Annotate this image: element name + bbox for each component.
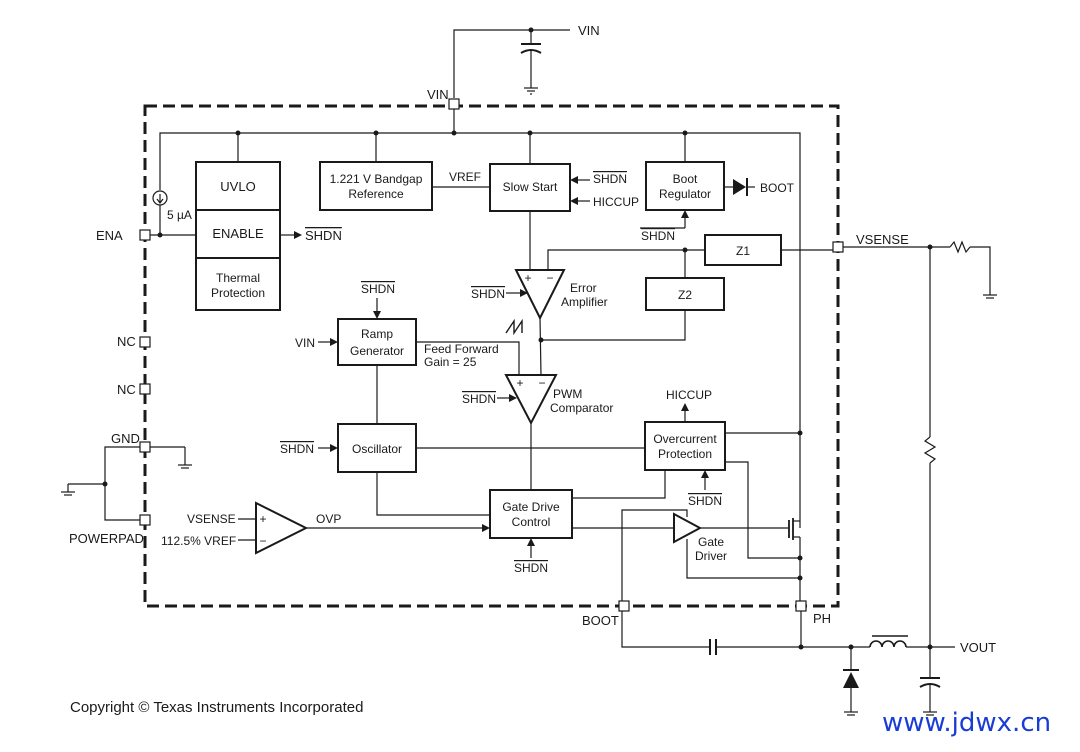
pin-powerpad-label: POWERPAD bbox=[69, 531, 144, 546]
ovp-comparator bbox=[255, 501, 309, 555]
pwm-shdn: SHDN bbox=[462, 392, 496, 406]
bandgap-line1: 1.221 V Bandgap bbox=[330, 172, 423, 186]
watermark-text: www.jdwx.cn bbox=[882, 708, 1051, 738]
internal-vin-rail bbox=[159, 109, 801, 528]
pin-ena bbox=[139, 229, 151, 241]
error-amp-line1: Error bbox=[570, 281, 597, 295]
ovp-vsense-input: VSENSE bbox=[187, 512, 236, 526]
thermal-protection-line1: Thermal bbox=[216, 271, 260, 285]
hiccup-output: HICCUP bbox=[666, 388, 712, 402]
gate-driver-line1: Gate bbox=[698, 535, 724, 549]
uvlo-block: UVLO bbox=[220, 179, 255, 194]
pin-nc-1-label: NC bbox=[117, 334, 136, 349]
vout-label: VOUT bbox=[960, 640, 996, 655]
pwm-comparator bbox=[504, 374, 558, 426]
pin-ena-label: ENA bbox=[96, 228, 123, 243]
error-amp-line2: Amplifier bbox=[561, 295, 608, 309]
boot-diode bbox=[724, 178, 755, 196]
ramp-generator-line2: Generator bbox=[350, 344, 404, 358]
overcurrent-line2: Protection bbox=[658, 447, 712, 461]
vin-input-net bbox=[453, 27, 570, 98]
pin-nc-1 bbox=[139, 336, 151, 348]
error-amp-shdn: SHDN bbox=[471, 287, 505, 301]
ramp-generator-line1: Ramp bbox=[361, 327, 393, 341]
feed-forward-line2: Gain = 25 bbox=[424, 355, 477, 369]
gate-drive-control-block bbox=[489, 489, 573, 539]
pin-powerpad bbox=[139, 514, 151, 526]
gate-drive-line2: Control bbox=[512, 515, 551, 529]
boot-output-label: BOOT bbox=[760, 181, 795, 195]
pin-nc-2 bbox=[139, 383, 151, 395]
vref-label: VREF bbox=[449, 170, 481, 184]
pin-boot bbox=[618, 600, 630, 612]
gate-driver-line2: Driver bbox=[695, 549, 727, 563]
slow-start-hiccup: HICCUP bbox=[593, 195, 639, 209]
pwm-line2: Comparator bbox=[550, 401, 613, 415]
gate-drive-shdn: SHDN bbox=[514, 561, 548, 575]
vsense-divider bbox=[843, 240, 997, 647]
gate-driver bbox=[673, 512, 703, 544]
thermal-protection-line2: Protection bbox=[211, 286, 265, 300]
enable-shdn-output: SHDN bbox=[305, 228, 342, 243]
ovp-minus: − bbox=[259, 534, 266, 548]
current-source-label: 5 µA bbox=[167, 208, 192, 222]
pin-vsense bbox=[832, 241, 844, 253]
output-inductor bbox=[869, 640, 907, 648]
overcurrent-protection-block bbox=[644, 421, 726, 471]
enable-block: ENABLE bbox=[212, 226, 264, 241]
error-amplifier bbox=[514, 269, 566, 321]
pwm-plus: + bbox=[516, 376, 523, 390]
sawtooth-icon bbox=[505, 318, 523, 336]
overcurrent-shdn: SHDN bbox=[688, 494, 722, 508]
overcurrent-line1: Overcurrent bbox=[653, 432, 717, 446]
error-amp-plus: + bbox=[524, 271, 531, 285]
pin-boot-label: BOOT bbox=[582, 613, 619, 628]
high-side-mosfet bbox=[788, 518, 803, 601]
slow-start-label: Slow Start bbox=[503, 180, 558, 194]
bandgap-line2: Reference bbox=[348, 187, 404, 201]
ovp-vref-input: 112.5% VREF bbox=[161, 534, 236, 548]
feed-forward-line1: Feed Forward bbox=[424, 342, 499, 356]
oscillator-shdn: SHDN bbox=[280, 442, 314, 456]
boot-regulator-shdn: SHDN bbox=[641, 229, 675, 243]
error-amp-minus: − bbox=[546, 271, 553, 285]
pin-ph-label: PH bbox=[813, 611, 831, 626]
ovp-output-label: OVP bbox=[316, 512, 341, 526]
ramp-shdn: SHDN bbox=[361, 282, 395, 296]
gate-drive-line1: Gate Drive bbox=[502, 500, 560, 514]
boot-regulator-block bbox=[645, 161, 725, 211]
pin-nc-2-label: NC bbox=[117, 382, 136, 397]
package-outline bbox=[143, 104, 840, 608]
ramp-generator-block bbox=[337, 318, 417, 366]
oscillator-label: Oscillator bbox=[352, 442, 402, 456]
bandgap-reference-block bbox=[319, 161, 433, 211]
ovp-plus: + bbox=[259, 512, 266, 526]
z1-label: Z1 bbox=[736, 244, 750, 258]
boot-regulator-line1: Boot bbox=[673, 172, 698, 186]
pwm-line1: PWM bbox=[553, 387, 582, 401]
output-stage bbox=[621, 611, 955, 716]
ground-net bbox=[61, 446, 192, 521]
copyright-text: Copyright © Texas Instruments Incorporat… bbox=[70, 699, 363, 716]
pin-vsense-label: VSENSE bbox=[856, 232, 909, 247]
pin-gnd-label: GND bbox=[111, 431, 140, 446]
z2-label: Z2 bbox=[678, 288, 692, 302]
pin-ph bbox=[795, 600, 807, 612]
pwm-minus: − bbox=[538, 376, 545, 390]
pin-gnd bbox=[139, 441, 151, 453]
vin-supply-label: VIN bbox=[578, 23, 600, 38]
slow-start-shdn: SHDN bbox=[593, 172, 627, 186]
pin-vin-label: VIN bbox=[427, 87, 449, 102]
compensation-net bbox=[538, 247, 833, 343]
uvlo-enable-thermal-stack bbox=[195, 161, 281, 311]
boot-regulator-line2: Regulator bbox=[659, 187, 711, 201]
pin-vin bbox=[448, 98, 460, 110]
ramp-vin-input: VIN bbox=[295, 336, 315, 350]
current-source bbox=[150, 190, 196, 238]
